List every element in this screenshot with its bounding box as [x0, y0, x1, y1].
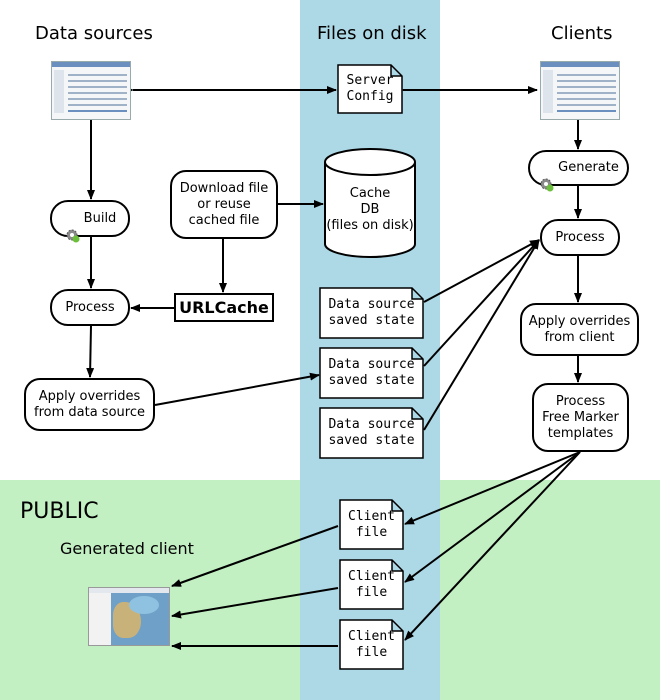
server-config-label: Server Config [346, 73, 394, 104]
apply-client-node: Apply overrides from client [520, 303, 639, 356]
build-label: Build [83, 210, 117, 226]
arrow-apply-savedstate [154, 372, 320, 406]
process-left-node: Process [50, 289, 130, 326]
freemarker-node: Process Free Marker templates [532, 383, 629, 452]
clients-heading: Clients [551, 23, 613, 44]
gear-icon [538, 160, 554, 192]
generated-client-map [88, 587, 170, 646]
client-file-2: Client file [339, 559, 404, 610]
gear-icon [64, 211, 80, 242]
client-file-3-label: Client file [348, 628, 395, 660]
urlcache-node: URLCache [174, 293, 274, 322]
files-on-disk-heading: Files on disk [317, 23, 427, 44]
download-node: Download file or reuse cached file [170, 170, 278, 239]
process-right-label: Process [555, 229, 605, 245]
client-file-1-label: Client file [348, 508, 395, 540]
arrow-client1-generated [171, 525, 339, 587]
generated-client-heading: Generated client [60, 539, 194, 558]
saved-state-1-label: Data source saved state [328, 297, 415, 328]
client-file-2-label: Client file [348, 568, 395, 600]
apply-ds-label: Apply overrides from data source [34, 388, 145, 420]
cache-db: Cache DB (files on disk) [324, 148, 416, 258]
arrow-fm-client3 [404, 451, 581, 641]
download-label: Download file or reuse cached file [179, 180, 269, 228]
build-node: Build [50, 200, 130, 242]
saved-state-2-label: Data source saved state [328, 357, 415, 388]
data-source-screenshot [51, 61, 131, 120]
process-left-label: Process [65, 299, 115, 315]
arrow-state1-process [423, 239, 540, 303]
arrow-process-apply [86, 325, 95, 378]
saved-state-3-label: Data source saved state [328, 417, 415, 448]
generate-node: Generate [528, 150, 629, 192]
arrow-client2-generated [171, 587, 339, 619]
cache-db-label: Cache DB (files on disk) [326, 186, 414, 233]
arrow-state2-process [423, 239, 540, 367]
saved-state-2: Data source saved state [319, 347, 424, 399]
freemarker-label: Process Free Marker templates [542, 393, 619, 441]
apply-client-label: Apply overrides from client [528, 313, 631, 345]
apply-ds-node: Apply overrides from data source [24, 378, 155, 431]
public-area-right [440, 480, 660, 700]
saved-state-3: Data source saved state [319, 407, 424, 459]
arrow-fm-client1 [404, 451, 581, 525]
process-right-node: Process [540, 219, 620, 256]
data-sources-heading: Data sources [35, 23, 153, 44]
public-heading: PUBLIC [20, 499, 99, 524]
urlcache-label: URLCache [179, 298, 269, 317]
client-screenshot [540, 61, 620, 120]
generate-label: Generate [558, 160, 619, 175]
client-file-3: Client file [339, 619, 404, 670]
saved-state-1: Data source saved state [319, 287, 424, 339]
arrow-fm-client2 [404, 451, 581, 583]
server-config-file: Server Config [337, 64, 403, 114]
client-file-1: Client file [339, 499, 404, 550]
arrow-state3-process [423, 239, 540, 431]
